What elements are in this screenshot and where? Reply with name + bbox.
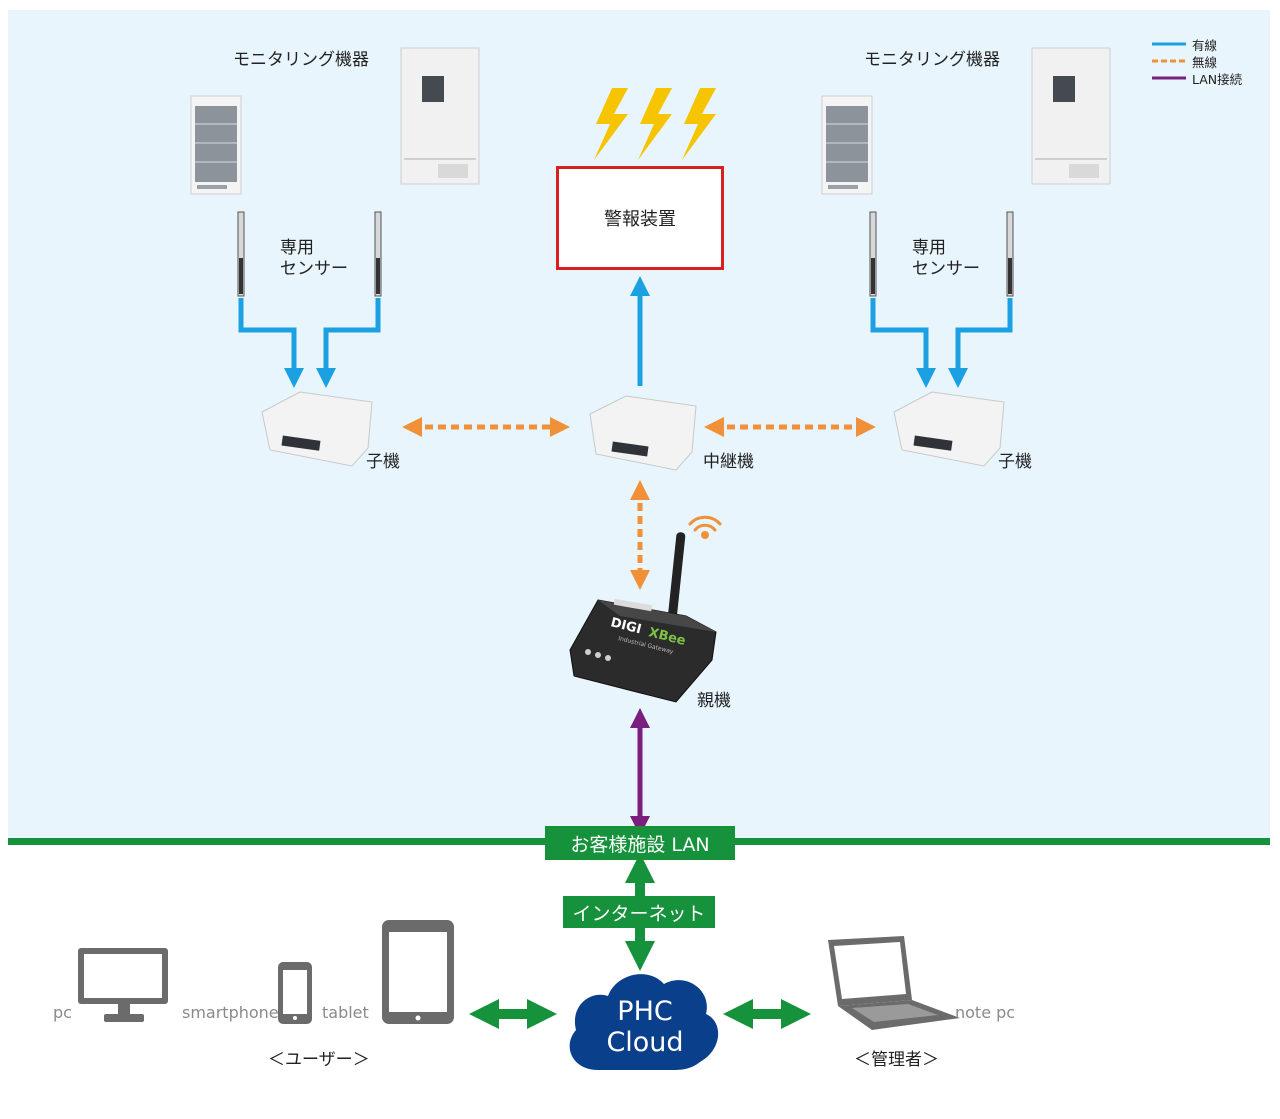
- right-refrigerator-icon: [821, 95, 873, 195]
- left-equipment-label: モニタリング機器: [233, 50, 369, 70]
- right-child-label: 子機: [998, 452, 1032, 472]
- left-refrigerator-icon: [190, 95, 242, 195]
- right-freezer-icon: [1031, 47, 1111, 185]
- alarm-label: 警報装置: [604, 209, 676, 230]
- alarm-device-box: 警報装置: [556, 166, 724, 270]
- left-sensor-label-line2: センサー: [280, 259, 348, 279]
- cloud-label-line1: PHC: [617, 996, 673, 1027]
- repeater-label: 中継機: [703, 452, 754, 472]
- pc-label: pc: [53, 1003, 72, 1022]
- gateway-brand: DIGI: [609, 615, 643, 637]
- legend-lan-label: LAN接続: [1192, 72, 1243, 87]
- laptop-icon: [828, 936, 960, 1030]
- legend: [1152, 42, 1186, 80]
- left-wired-arrow-1: [238, 298, 304, 388]
- smartphone-icon: [278, 962, 312, 1024]
- left-child-label: 子機: [366, 452, 400, 472]
- lan-label-badge: お客様施設 LAN: [545, 826, 735, 860]
- lan-label: お客様施設 LAN: [570, 833, 710, 856]
- right-sensor-label-line1: 専用: [912, 238, 946, 258]
- left-freezer-icon: [400, 47, 480, 185]
- users-group-label: ＜ユーザー＞: [268, 1050, 370, 1070]
- right-sensor-probe-1: [869, 211, 877, 297]
- smartphone-label: smartphone: [182, 1003, 279, 1022]
- right-wired-arrow-2: [948, 298, 1013, 388]
- pc-icon: [78, 948, 168, 1022]
- right-sensor-probe-2: [1006, 211, 1014, 297]
- left-sensor-probe-2: [374, 211, 382, 297]
- left-sensor-probe-1: [237, 211, 245, 297]
- left-sensor-label-line1: 専用: [280, 238, 314, 258]
- tablet-icon: [382, 920, 454, 1024]
- gateway-device-icon: DIGI XBee Industrial Gateway: [569, 532, 717, 703]
- internet-label: インターネット: [572, 902, 706, 925]
- cloud-icon: [569, 974, 719, 1070]
- right-sensor-label-line2: センサー: [912, 259, 980, 279]
- right-child-device-icon: [893, 391, 1005, 467]
- internet-label-badge: インターネット: [563, 896, 715, 928]
- legend-wireless-label: 無線: [1192, 55, 1218, 70]
- cloud-label-line2: Cloud: [606, 1027, 684, 1058]
- admin-group-label: ＜管理者＞: [854, 1050, 939, 1070]
- tablet-label: tablet: [322, 1003, 369, 1022]
- cloud-label: PHC Cloud: [570, 996, 720, 1058]
- left-wired-arrow-2: [316, 298, 381, 388]
- lightning-icon: [594, 88, 716, 160]
- repeater-device-icon: [589, 395, 697, 471]
- right-wired-arrow-1: [870, 298, 936, 388]
- note-pc-label: note pc: [955, 1003, 1016, 1022]
- wifi-icon: [688, 515, 722, 539]
- gateway-label: 親機: [697, 691, 731, 711]
- right-equipment-label: モニタリング機器: [864, 50, 1000, 70]
- legend-wired-label: 有線: [1192, 38, 1218, 53]
- left-child-device-icon: [261, 391, 373, 467]
